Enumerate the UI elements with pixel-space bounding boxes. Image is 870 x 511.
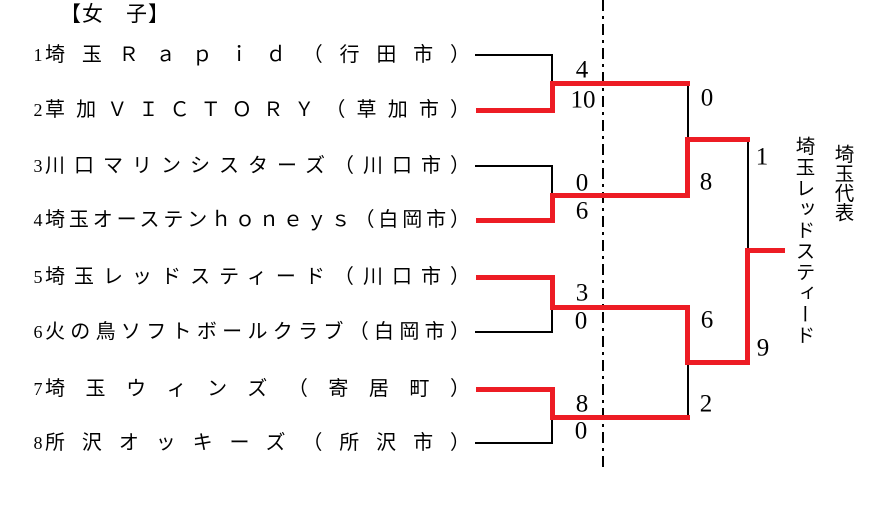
champion-name: 埼玉レッドスティード [792,136,813,346]
champion-label: 埼玉代表 [831,144,852,222]
team-name: 草加ＶＩＣＴＯＲＹ（草加市） [45,99,470,121]
team-name: 埼玉ウィンズ（寄居町） [45,378,470,400]
final-top-connector [747,138,749,251]
semifinal1-top-score: 0 [700,84,714,112]
match2-winner-riser [550,193,555,223]
match2-bottom-score: 6 [575,197,589,225]
team1-line [475,54,552,56]
team-name: 埼玉レッドスティード（川口市） [45,266,470,288]
final-top-score: 1 [755,143,769,171]
semifinal2-bottom-connector [687,361,689,419]
team5-winner-line [476,275,555,280]
match1-top-score: 4 [575,56,589,84]
match2-winner-line [550,193,690,198]
match3-winner-line [550,305,690,310]
match3-winner-riser [550,275,555,310]
team-seed: 2 [33,100,43,120]
match1-winner-riser [550,81,555,113]
semifinal2-bottom-score: 2 [699,390,713,418]
team-name: 火の鳥ソフトボールクラブ（白岡市） [45,321,470,343]
team-seed: 7 [33,379,43,399]
team-seed: 3 [33,156,43,176]
team-name: 埼玉Ｒａｐｉｄ（行田市） [45,44,470,66]
team-row-8: 8 所沢オッキーズ（所沢市） [0,430,560,456]
team-seed: 6 [33,322,43,342]
match2-top-connector [551,165,553,196]
team-seed: 5 [33,267,43,287]
team-row-6: 6 火の鳥ソフトボールクラブ（白岡市） [0,319,560,345]
team-row-5: 5 埼玉レッドスティード（川口市） [0,264,560,290]
match4-bottom-connector [551,416,553,444]
team-seed: 8 [33,433,43,453]
match2-top-score: 0 [575,169,589,197]
match4-winner-line [550,415,690,420]
match4-bottom-score: 0 [574,417,588,445]
match3-bottom-score: 0 [574,307,588,335]
team-row-7: 7 埼玉ウィンズ（寄居町） [0,376,560,402]
semifinal1-winner-line [685,137,750,142]
team-row-1: 1 埼玉Ｒａｐｉｄ（行田市） [0,42,560,68]
match1-winner-line [550,81,690,86]
center-dashed-line [602,0,604,472]
semifinal1-bottom-score: 8 [699,168,713,196]
champion-line [745,248,785,253]
semifinal2-winner-riser [685,305,690,365]
team-row-3: 3 川口マリンシスターズ（川口市） [0,153,560,179]
final-winner-riser [745,248,750,365]
team6-line [475,331,552,333]
team-row-2: 2 草加ＶＩＣＴＯＲＹ（草加市） [0,97,560,123]
team7-winner-line [476,387,555,392]
match1-bottom-score: 10 [570,86,596,114]
match3-bottom-connector [551,306,553,333]
team-seed: 1 [33,45,43,65]
team-name: 川口マリンシスターズ（川口市） [45,155,470,177]
match4-winner-riser [550,387,555,420]
semifinal2-top-score: 6 [700,306,714,334]
semifinal1-top-connector [687,82,689,140]
semifinal1-winner-riser [685,137,690,198]
semifinal2-winner-line [685,360,750,365]
team4-winner-line [476,218,555,223]
team-name: 埼玉オーステンｈｏｎｅｙｓ（白岡市） [45,209,470,231]
team-name: 所沢オッキーズ（所沢市） [45,432,470,454]
team3-line [475,165,552,167]
final-bottom-score: 9 [756,334,770,362]
team8-line [475,442,552,444]
division-title: 【女 子】 [60,2,170,26]
team2-winner-line [476,108,555,113]
match3-top-score: 3 [575,279,589,307]
team-seed: 4 [33,210,43,230]
match4-top-score: 8 [575,390,589,418]
match1-top-connector [551,54,553,84]
team-row-4: 4 埼玉オーステンｈｏｎｅｙｓ（白岡市） [0,207,560,233]
